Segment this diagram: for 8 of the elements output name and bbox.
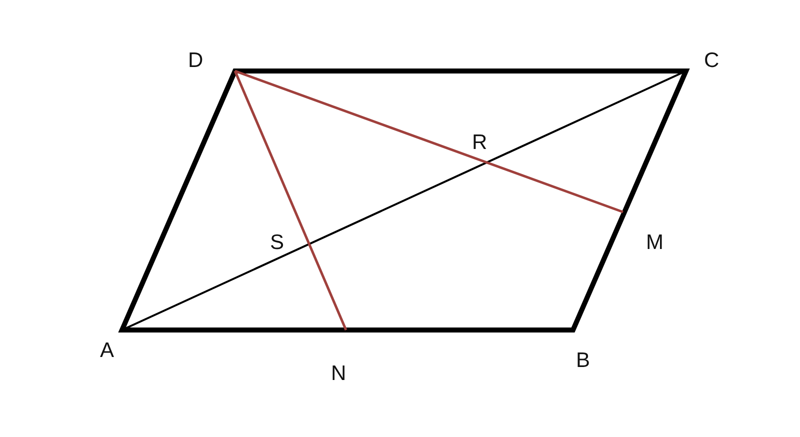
point-label: N <box>331 363 346 384</box>
point-label: A <box>100 340 114 361</box>
point-label: B <box>576 350 590 371</box>
point-label: S <box>270 232 284 253</box>
point-label: C <box>704 50 720 71</box>
point-label: D <box>188 50 204 71</box>
point-label: M <box>646 232 664 253</box>
point-label: R <box>472 132 488 153</box>
